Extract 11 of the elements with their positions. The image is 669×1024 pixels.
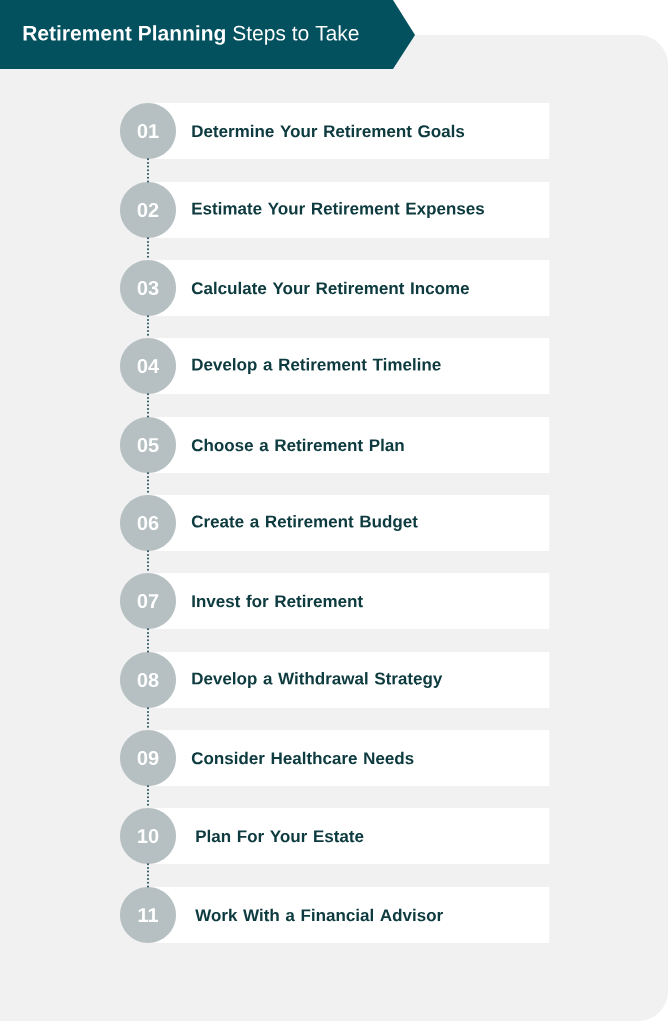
dotted-connector	[147, 707, 149, 731]
dotted-connector	[147, 315, 149, 339]
dotted-connector	[147, 237, 149, 261]
dotted-connector	[147, 158, 149, 183]
dotted-connector	[147, 472, 149, 496]
dotted-connector	[147, 550, 149, 574]
dotted-connector	[147, 393, 149, 418]
title-banner: Retirement Planning Steps to Take	[0, 0, 415, 69]
dotted-connector	[147, 785, 149, 809]
dotted-connector	[147, 628, 149, 653]
dotted-connector	[147, 863, 149, 888]
